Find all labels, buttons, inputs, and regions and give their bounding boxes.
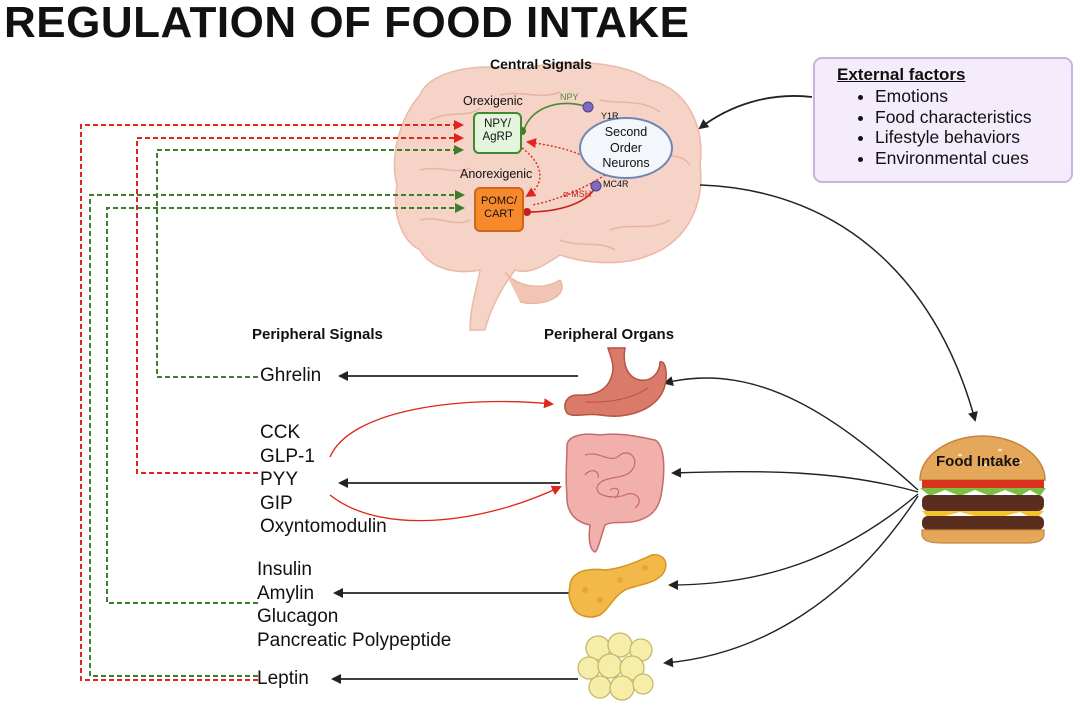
second-order-line-3: Neurons [602, 156, 650, 170]
agrp-to-pomc-dotted [521, 147, 541, 198]
food-intake-label: Food Intake [936, 453, 1021, 470]
y1r-label: Y1R [601, 111, 619, 121]
external-factors-title: External factors [837, 65, 966, 84]
central-signals-label: Central Signals [490, 56, 592, 72]
gip-to-intestine-arrow [329, 485, 562, 522]
orexigenic-label: Orexigenic [463, 94, 523, 108]
stomach-icon [564, 347, 667, 417]
npy-pathway-line [523, 102, 586, 131]
hormone-item: Insulin [257, 559, 312, 580]
adipose-icon [577, 632, 654, 701]
amsh-label: α-MSH [563, 189, 592, 199]
hormone-item: GLP-1 [260, 445, 315, 467]
second-order-neurons-label: Second Order Neurons [580, 125, 672, 172]
y1r-receptor-icon [582, 101, 594, 113]
brain-to-food-arrow [699, 184, 978, 422]
pomc-cart-box [474, 187, 524, 232]
burger-icon [919, 435, 1046, 544]
pomc-cart-line-1: POMC/ [480, 195, 518, 207]
second-order-neurons-node [579, 117, 673, 179]
hormone-item: Glucagon [257, 606, 339, 627]
organ-to-hormone-arrows [331, 371, 578, 684]
second-order-line-2: Order [610, 140, 642, 155]
hormone-item: Pancreatic Polypeptide [257, 629, 452, 651]
pancreas-hormones-list: Insulin Amylin Glucagon Pancreatic Polyp… [257, 558, 451, 652]
peripheral-signals-label: Peripheral Signals [252, 326, 383, 343]
external-factors-list: Emotions Food characteristics Lifestyle … [837, 86, 1071, 168]
gut-hormones-list: CCK GLP-1 PYY GIP Oxyntomodulin [260, 421, 387, 539]
pomc-cart-label: POMC/ CART [475, 195, 523, 221]
pomc-cart-line-2: CART [484, 208, 514, 220]
external-factor-item: Lifestyle behaviors [875, 127, 1071, 148]
npy-agrp-label: NPY/ AgRP [474, 118, 521, 144]
amsh-pathway-line [527, 187, 596, 213]
second-order-to-pomc-dotted [531, 174, 606, 206]
external-to-brain-arrow [698, 95, 813, 130]
external-factor-item: Emotions [875, 86, 1071, 107]
leptin-label: Leptin [257, 668, 309, 689]
npy-agrp-line-2: AgRP [482, 131, 513, 143]
external-factor-item: Environmental cues [875, 148, 1071, 169]
npy-label: NPY [560, 92, 579, 102]
pancreas-icon [568, 554, 667, 618]
hormone-item: Amylin [257, 582, 315, 604]
npy-agrp-line-1: NPY/ [484, 118, 511, 130]
page-title: REGULATION OF FOOD INTAKE [4, 0, 690, 47]
dashed-feedback-lines [80, 120, 465, 681]
external-factors-box: External factors Emotions Food character… [813, 57, 1073, 183]
anorexigenic-label: Anorexigenic [460, 167, 533, 181]
brain-icon [393, 61, 702, 331]
intestine-icon [565, 433, 665, 553]
cck-to-stomach-arrow [329, 398, 554, 458]
hormone-item: CCK [260, 422, 301, 443]
hormone-item: GIP [260, 492, 293, 514]
external-factor-item: Food characteristics [875, 107, 1071, 128]
peripheral-organs-label: Peripheral Organs [544, 326, 675, 343]
hormone-item: Oxyntomodulin [260, 516, 387, 537]
food-to-organ-arrows [663, 376, 919, 668]
npy-agrp-box [473, 112, 522, 154]
mc4r-label: MC4R [603, 179, 629, 189]
hormone-item: PYY [260, 469, 299, 490]
ghrelin-label: Ghrelin [260, 365, 322, 386]
pomc-terminal [523, 208, 531, 216]
mc4r-receptor-icon [590, 180, 602, 192]
second-order-line-1: Second [604, 125, 648, 139]
